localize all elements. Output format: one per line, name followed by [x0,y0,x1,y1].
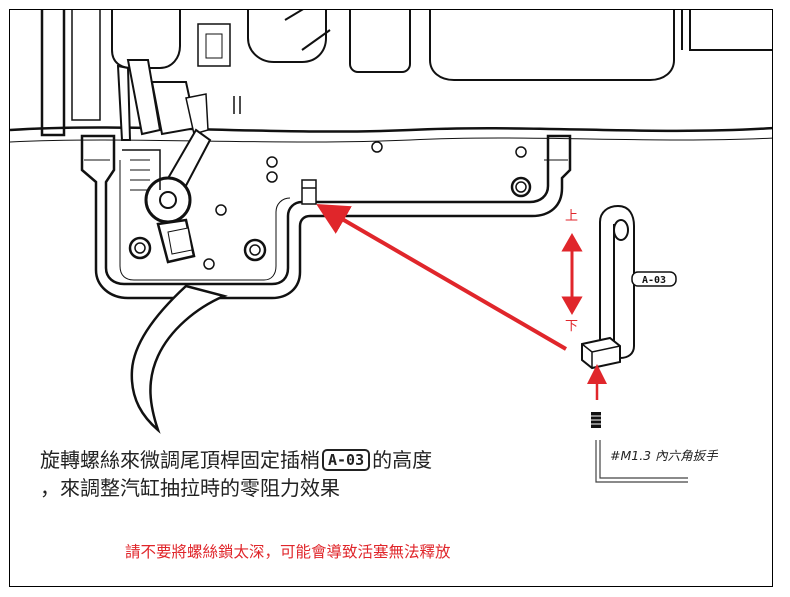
pin-part-a03 [581,204,635,370]
sear-mechanism [116,59,241,264]
tool-note-label: #M1.3 內六角扳手 [610,448,719,463]
direction-up-label: 上 [565,209,578,224]
description-line1-before: 旋轉螺絲來微調尾頂桿固定插梢 [40,448,320,472]
description-line2: ，來調整汽缸抽拉時的零阻力效果 [40,476,340,500]
direction-down-label: 下 [565,319,578,334]
insert-arrow [316,203,568,351]
part-code-badge [631,271,677,287]
set-screw [591,412,601,428]
trigger-housing [80,134,572,300]
description-code-badge: A-03 [322,449,371,471]
trigger-diagram: 上 下 A-03 [10,10,772,434]
part-code-label: A-03 [642,275,666,286]
hex-key-tool: #M1.3 內六角扳手 [595,440,719,483]
plate-holes [128,141,532,270]
warning-text: 請不要將螺絲鎖太深，可能會導致活塞無法釋放 [125,543,451,561]
pin-slot [301,179,317,205]
adjust-arrow [561,232,583,316]
description-line1-after: 的高度 [372,448,433,472]
trigger-blade [130,284,228,434]
